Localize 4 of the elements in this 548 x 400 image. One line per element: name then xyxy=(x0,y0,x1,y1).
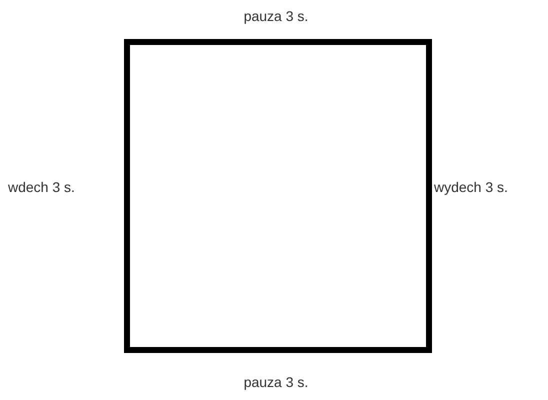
side-label: pauza 3 s. xyxy=(244,374,308,390)
side-label: wydech 3 s. xyxy=(434,179,508,195)
side-label: wdech 3 s. xyxy=(8,179,75,195)
side-label: pauza 3 s. xyxy=(244,8,308,24)
